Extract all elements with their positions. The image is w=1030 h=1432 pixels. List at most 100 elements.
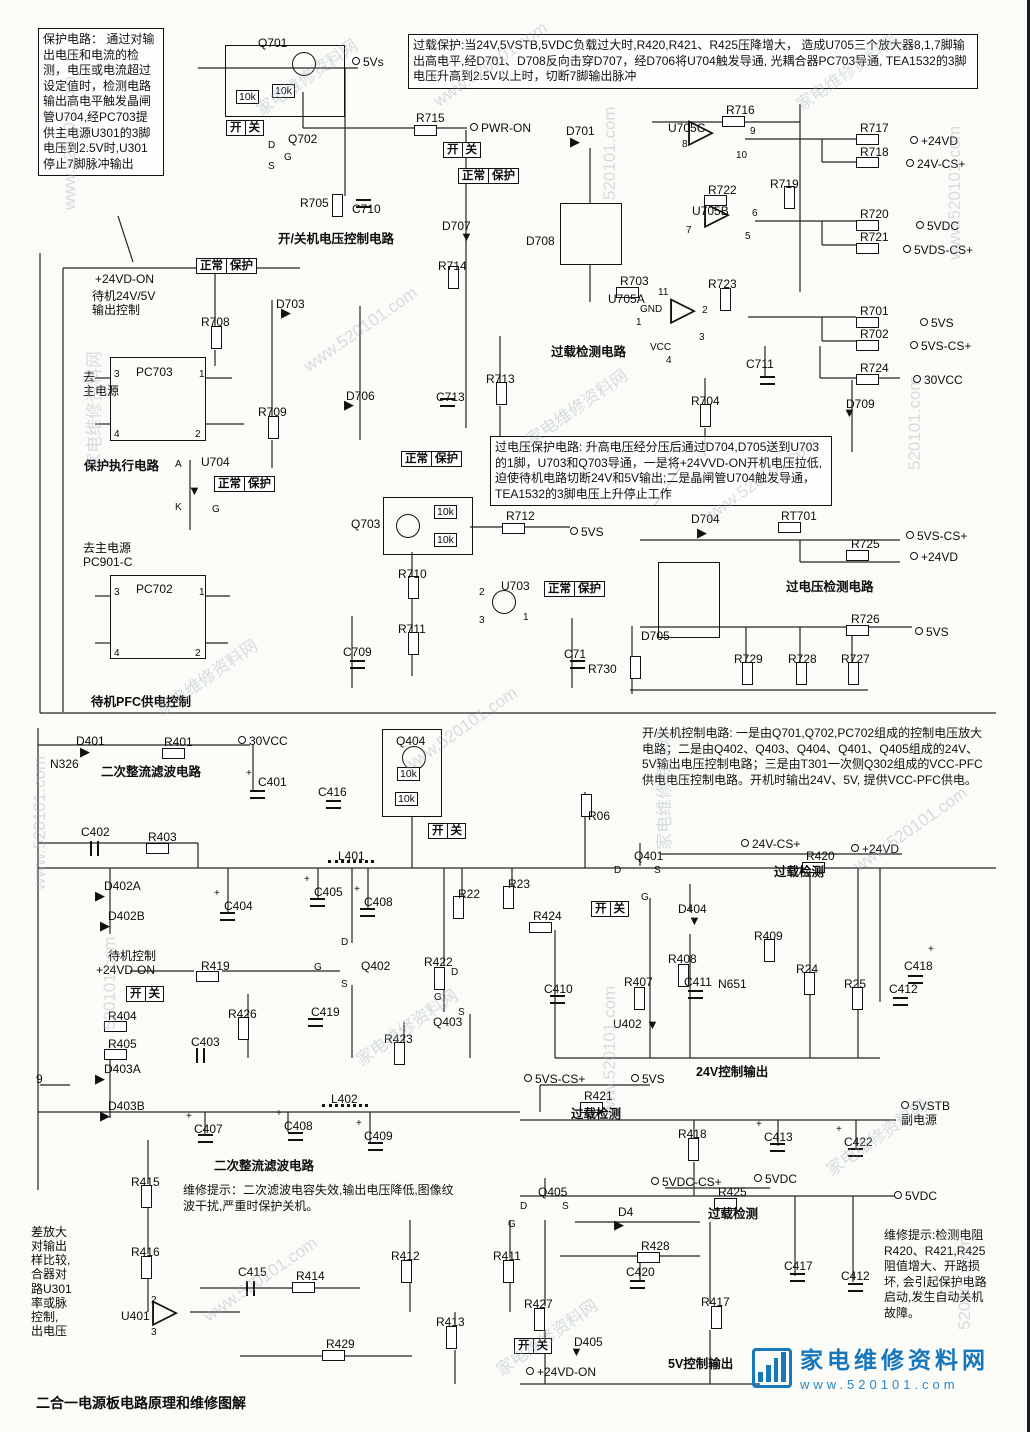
diagram-label: L401 xyxy=(338,849,365,863)
diagram-label: U705C xyxy=(668,121,706,135)
diov-symbol: ▼ xyxy=(188,483,201,498)
caph-symbol xyxy=(350,660,365,669)
rv-symbol xyxy=(401,1260,412,1283)
circ-symbol xyxy=(292,52,316,76)
diagram-label: 3 xyxy=(151,1327,157,1338)
mode-tag: 开关 xyxy=(226,120,264,137)
diagram-label: C405 xyxy=(314,885,343,899)
diagram-label: R428 xyxy=(641,1239,670,1253)
diagram-label: D708 xyxy=(526,234,555,248)
ind-symbol xyxy=(322,1104,368,1113)
diagram-label: D704 xyxy=(691,512,720,526)
diagram-label: Q403 xyxy=(433,1015,463,1029)
diagram-label: R702 xyxy=(860,327,889,341)
diagram-label: C422 xyxy=(844,1135,873,1149)
caph-symbol xyxy=(440,398,455,407)
caph-symbol xyxy=(688,990,703,999)
diagram-label: 24V-CS+ xyxy=(741,837,800,851)
diagram-label: 开/关机电压控制电路 xyxy=(278,232,394,246)
diagram-label: R401 xyxy=(164,735,193,749)
diagram-label: 5VS xyxy=(920,316,954,330)
mode-tag-cell: 保护 xyxy=(575,581,605,598)
diov-symbol: ▼ xyxy=(646,1017,659,1032)
rv-symbol xyxy=(141,1185,152,1208)
caph-symbol xyxy=(288,1132,303,1141)
diagram-label: 待机PFC供电控制 xyxy=(91,695,192,709)
diagram-label: C417 xyxy=(784,1259,813,1273)
diagram-label: 9 xyxy=(36,1072,43,1086)
diagram-label: R417 xyxy=(701,1295,730,1309)
diagram-label: 二次整流滤波电路 xyxy=(214,1159,315,1173)
diagram-label: + xyxy=(304,874,310,885)
diagram-label: 5VS xyxy=(915,625,949,639)
diagram-label: D xyxy=(268,140,276,151)
logo-title: 家电维修资料网 xyxy=(800,1347,989,1373)
diagram-label: S xyxy=(268,161,275,172)
diagram-label: 10k xyxy=(434,533,457,548)
dio-symbol: ▶ xyxy=(570,134,580,149)
rv-symbol xyxy=(503,886,514,909)
diagram-label: + xyxy=(928,944,934,955)
caph-symbol xyxy=(360,908,375,917)
watermark: 家电维修资料网 xyxy=(85,351,104,470)
diagram-label: 5V控制输出 xyxy=(668,1357,734,1371)
diagram-label: Q402 xyxy=(361,959,391,973)
rh-symbol xyxy=(146,843,169,854)
diagram-label: G xyxy=(284,152,292,163)
rect-symbol xyxy=(382,729,442,817)
rv-symbol xyxy=(678,964,689,987)
diagram-label: C420 xyxy=(626,1265,655,1279)
watermark: www.520101.com xyxy=(30,755,49,890)
diagram-label: C71 xyxy=(564,647,587,661)
rh-symbol xyxy=(637,1252,660,1263)
diagram-label: 4 xyxy=(666,355,672,366)
diagram-label: R425 xyxy=(718,1185,747,1199)
diagram-label: GND xyxy=(640,304,663,315)
rh-symbol xyxy=(846,625,869,636)
rect-symbol xyxy=(658,562,720,638)
diagram-label: R720 xyxy=(860,207,889,221)
diagram-label: G xyxy=(641,892,649,903)
tri-symbol: ▷ xyxy=(670,290,697,328)
diagram-label: D403B xyxy=(108,1099,145,1113)
mode-tag: 正常保护 xyxy=(214,476,275,493)
diagram-label: + xyxy=(186,1111,192,1122)
rv-symbol xyxy=(764,939,775,962)
diagram-label: R409 xyxy=(754,929,783,943)
diagram-label: R405 xyxy=(108,1037,137,1051)
diagram-label: +24VD-ON xyxy=(96,963,156,977)
diagram-label: R404 xyxy=(108,1009,137,1023)
diagram-label: R711 xyxy=(398,622,426,636)
diagram-label: 24V控制输出 xyxy=(696,1065,769,1079)
mode-tag: 开关 xyxy=(591,901,629,918)
mode-tag: 正常保护 xyxy=(458,168,519,185)
diagram-label: D402A xyxy=(104,879,141,893)
diagram-label: S xyxy=(458,1007,465,1018)
diagram-label: R705 xyxy=(300,196,329,210)
diagram-label: + xyxy=(356,1118,362,1129)
rv-symbol xyxy=(503,1260,514,1283)
diagram-label: K xyxy=(175,502,182,513)
diagram-label: 30VCC xyxy=(238,734,288,748)
mode-tag-cell: 正常 xyxy=(458,168,489,185)
diagram-label: 去 主电源 xyxy=(83,370,120,399)
diagram-label: R411 xyxy=(493,1249,521,1263)
mode-tag-cell: 保护 xyxy=(489,168,519,185)
diagram-label: R721 xyxy=(860,230,889,244)
diagram-label: 10k xyxy=(236,90,259,105)
diagram-label: C409 xyxy=(364,1129,393,1143)
diagram-label: 5VDC xyxy=(894,1189,937,1203)
rv-symbol xyxy=(496,382,507,405)
rh-symbol xyxy=(856,157,879,168)
rh-symbol xyxy=(856,374,879,385)
diagram-label: 3 xyxy=(699,332,705,343)
diagram-label: 5 xyxy=(745,231,751,242)
diagram-label: D4 xyxy=(618,1205,634,1219)
diagram-label: 2 xyxy=(151,1295,157,1306)
diagram-label: 5VDC xyxy=(916,219,959,233)
diagram-label: C419 xyxy=(311,1005,340,1019)
diagram-label: C410 xyxy=(544,982,573,996)
rv-symbol xyxy=(804,972,815,995)
mode-tag-cell: 关 xyxy=(533,1338,552,1355)
